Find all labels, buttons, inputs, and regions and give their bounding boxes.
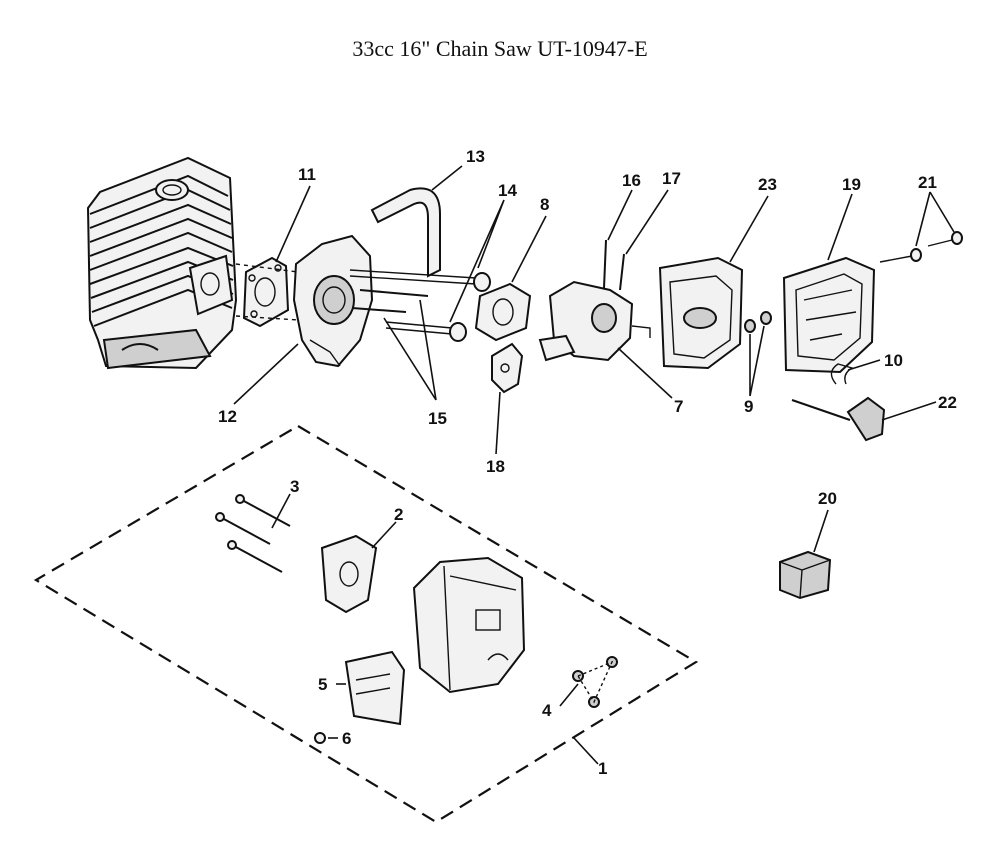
- callout-23: 23: [758, 175, 777, 194]
- carburetor-7: [538, 280, 651, 362]
- muffler-kit-boundary: [33, 424, 699, 824]
- diagram-title: 33cc 16" Chain Saw UT-10947-E: [352, 36, 648, 61]
- callout-6: 6: [342, 729, 351, 748]
- callout-8: 8: [540, 195, 549, 214]
- gasket-11: [242, 256, 290, 328]
- callout-14: 14: [498, 181, 517, 200]
- clip-10: [830, 363, 854, 385]
- choke-lever-18: [491, 342, 524, 394]
- callout-22: 22: [938, 393, 957, 412]
- callout-3: 3: [290, 477, 299, 496]
- callout-10: 10: [884, 351, 903, 370]
- filter-sponge-20: [779, 550, 832, 600]
- screw-6: [314, 732, 326, 744]
- callout-1: 1: [598, 759, 607, 778]
- callout-16: 16: [622, 171, 641, 190]
- washer-9b: [760, 311, 772, 325]
- choke-rod-22: [791, 396, 886, 442]
- bolts-15: [351, 289, 429, 313]
- gasket-8: [474, 282, 532, 342]
- nuts-4: [572, 656, 618, 708]
- callout-15: 15: [428, 409, 447, 428]
- washer-9a: [744, 319, 756, 333]
- callout-13: 13: [466, 147, 485, 166]
- callout-19: 19: [842, 175, 861, 194]
- callout-17: 17: [662, 169, 681, 188]
- callout-20: 20: [818, 489, 837, 508]
- muffler-gasket-2: [320, 534, 378, 614]
- bolts-14: [349, 269, 491, 342]
- cylinder: [86, 156, 238, 370]
- callout-18: 18: [486, 457, 505, 476]
- fuel-line-16: [603, 239, 607, 289]
- screw-21b: [951, 231, 963, 245]
- callout-4: 4: [542, 701, 552, 720]
- callout-12: 12: [218, 407, 237, 426]
- heat-shield-5: [344, 650, 406, 726]
- intake-manifold-12: [292, 234, 374, 368]
- screw-21a: [910, 248, 922, 262]
- callout-5: 5: [318, 675, 327, 694]
- muffler-body: [412, 556, 526, 694]
- filter-base-23: [658, 256, 744, 370]
- callout-2: 2: [394, 505, 403, 524]
- impulse-hose-13: [370, 187, 441, 278]
- fuel-line-17: [619, 253, 625, 291]
- bolts-3: [215, 494, 291, 573]
- callout-21: 21: [918, 173, 937, 192]
- callout-11: 11: [298, 165, 316, 184]
- callout-7: 7: [674, 397, 683, 416]
- callout-9: 9: [744, 397, 753, 416]
- filter-cover-19: [782, 256, 876, 374]
